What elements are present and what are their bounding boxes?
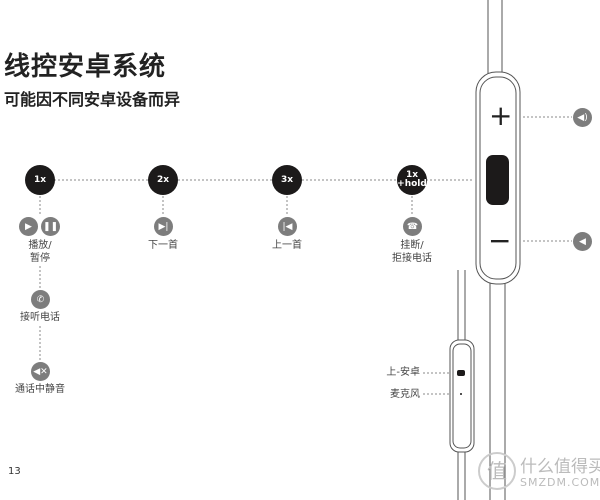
watermark-sub: SMZDM.COM [520, 476, 600, 489]
press-badge-1x: 1x [25, 165, 55, 195]
next-track-icon: ▶| [154, 217, 173, 236]
page-subtitle: 可能因不同安卓设备而异 [4, 90, 181, 109]
android-button [457, 370, 465, 376]
press-badge-2x: 2x [148, 165, 178, 195]
earphone-cable [449, 0, 521, 500]
volume-down-icon: ◀ [573, 232, 592, 251]
center-button [486, 155, 509, 205]
label-play-pause: 播放/ 暂停 [28, 240, 52, 264]
label-next: 下一首 [148, 240, 178, 251]
previous-track-icon: |◀ [278, 217, 297, 236]
watermark-text: 什么值得买 [520, 457, 600, 477]
phone-icon: ✆ [31, 290, 50, 309]
label-microphone: 麦克风 [390, 389, 420, 400]
page-number: 13 [8, 466, 21, 477]
press-badge-3x: 3x [272, 165, 302, 195]
pause-icon: ❚❚ [41, 217, 60, 236]
label-hang-up: 挂断/ 拒接电话 [392, 240, 432, 264]
label-android-button: 上-安卓 [386, 367, 420, 378]
volume-down-button[interactable]: − [488, 224, 512, 257]
microphone-dot [460, 393, 462, 395]
volume-up-icon: ◀) [573, 108, 592, 127]
label-mute: 通话中静音 [15, 384, 65, 395]
watermark-logo: 值 [478, 452, 516, 490]
mute-icon: ◀✕ [31, 362, 50, 381]
hang-up-icon: ☎ [403, 217, 422, 236]
volume-up-button[interactable]: + [489, 99, 513, 132]
label-answer-call: 接听电话 [20, 312, 60, 323]
play-icon: ▶ [19, 217, 38, 236]
label-previous: 上一首 [272, 240, 302, 251]
page-title: 线控安卓系统 [4, 52, 167, 82]
press-badge-1x-hold: 1x +hold [397, 165, 427, 195]
